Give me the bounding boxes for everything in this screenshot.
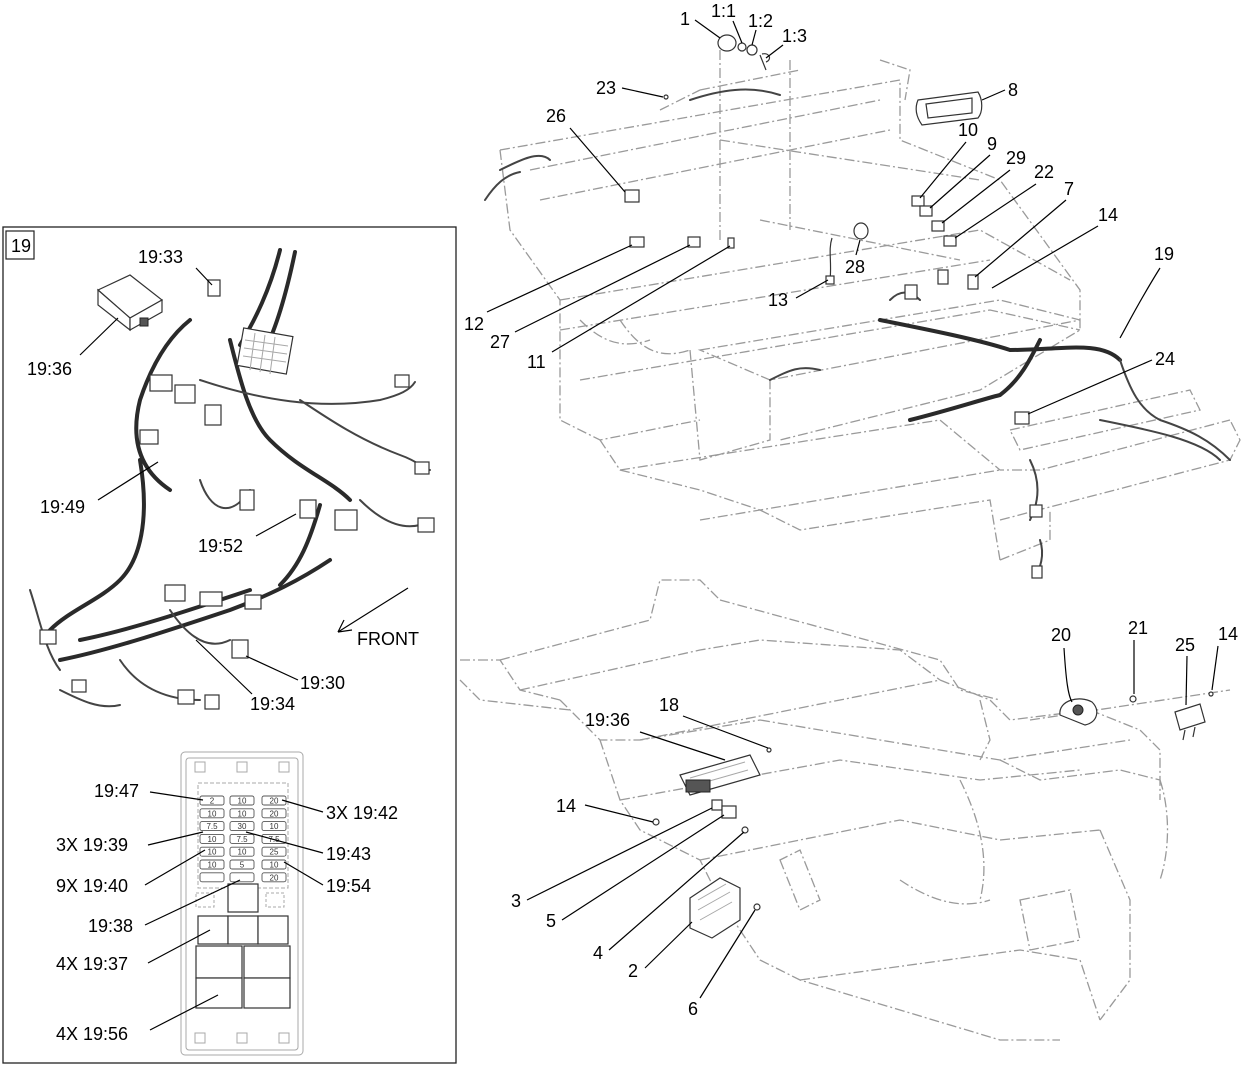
fuse-label-19-54: 19:54 [326, 876, 371, 896]
fuse-rating: 10 [270, 822, 279, 831]
inset-label-19-34: 19:34 [250, 694, 295, 714]
fuse-rating: 10 [238, 848, 247, 857]
fuse-rating: 30 [238, 822, 247, 831]
fuse-slot [261, 821, 287, 832]
fuse-rating: 20 [270, 873, 279, 882]
fuse-slot [261, 846, 287, 857]
callout-10: 10 [958, 120, 978, 140]
fuse-slot [199, 795, 225, 806]
fuse-slot [229, 808, 255, 819]
callout-3: 3 [511, 891, 521, 911]
callout-2: 2 [628, 961, 638, 981]
fuse-label-3x-19-42: 3X 19:42 [326, 803, 398, 823]
inset-panel: 19 [2, 226, 457, 1064]
fuse-slot [229, 859, 255, 870]
callout-22: 22 [1034, 162, 1054, 182]
callout-9: 9 [987, 134, 997, 154]
inset-label-19-52: 19:52 [198, 536, 243, 556]
fuse-slot [229, 872, 255, 883]
inset-label-19-36: 19:36 [27, 359, 72, 379]
fuse-rating: 10 [208, 809, 217, 818]
callout-24: 24 [1155, 349, 1175, 369]
fuse-rating: 10 [208, 835, 217, 844]
fuse-rating: 20 [270, 809, 279, 818]
fuse-slot [199, 833, 225, 844]
callout-19-upper: 19 [1154, 244, 1174, 264]
callout-14-lower-left: 14 [556, 796, 576, 816]
front-arrow-icon [337, 587, 409, 633]
fuse-slot [229, 833, 255, 844]
fuse-slot [261, 795, 287, 806]
callout-18: 18 [659, 695, 679, 715]
inset-label-19-30: 19:30 [300, 673, 345, 693]
callout-27: 27 [490, 332, 510, 352]
fuse-label-9x-19-40: 9X 19:40 [56, 876, 128, 896]
wire-harness-drawing [29, 248, 435, 710]
fuse-label-3x-19-39: 3X 19:39 [56, 835, 128, 855]
callout-12: 12 [464, 314, 484, 334]
fuse-slot [229, 821, 255, 832]
callout-26: 26 [546, 106, 566, 126]
fuse-rating: 10 [208, 848, 217, 857]
fuse-rating: 10 [238, 797, 247, 806]
fuse-rating: 10 [208, 861, 217, 870]
fuse-slot [199, 859, 225, 870]
callout-28: 28 [845, 257, 865, 277]
fuse-slot [199, 808, 225, 819]
fuse-slot [229, 795, 255, 806]
fuse-rating: 20 [270, 797, 279, 806]
fuse-rating: 2 [210, 797, 215, 806]
callout-1: 1 [680, 9, 690, 29]
inset-label-19-49: 19:49 [40, 497, 85, 517]
callout-20: 20 [1051, 625, 1071, 645]
callout-7: 7 [1064, 179, 1074, 199]
fuse-slot [199, 846, 225, 857]
fuse-label-4x-19-56: 4X 19:56 [56, 1024, 128, 1044]
front-label: FRONT [357, 629, 419, 649]
fuse-rating: 7.5 [236, 835, 248, 844]
callout-1-2: 1:2 [748, 11, 773, 31]
fuse-rating: 25 [270, 848, 279, 857]
callout-29: 29 [1006, 148, 1026, 168]
callout-4: 4 [593, 943, 603, 963]
inset-label-19-33: 19:33 [138, 247, 183, 267]
fuse-slot [199, 872, 225, 883]
callout-25: 25 [1175, 635, 1195, 655]
fuse-label-19-47: 19:47 [94, 781, 139, 801]
callout-21: 21 [1128, 618, 1148, 638]
callout-23: 23 [596, 78, 616, 98]
inset-index: 19 [11, 236, 31, 256]
fuse-label-4x-19-37: 4X 19:37 [56, 954, 128, 974]
callout-8: 8 [1008, 80, 1018, 100]
callout-5: 5 [546, 911, 556, 931]
lower-frame-assembly [459, 579, 1231, 1041]
callout-19-36-lower: 19:36 [585, 710, 630, 730]
upper-frame-assembly [484, 34, 1241, 579]
fuse-slot [261, 808, 287, 819]
callout-13: 13 [768, 290, 788, 310]
fuse-rating: 10 [270, 861, 279, 870]
fuse-label-19-43: 19:43 [326, 844, 371, 864]
inset-index-box [5, 230, 35, 260]
fuse-slot [199, 821, 225, 832]
callout-1-1: 1:1 [711, 1, 736, 21]
fuse-slot [261, 872, 287, 883]
fuse-rating: 7.5 [206, 822, 218, 831]
fuse-slot [229, 846, 255, 857]
callout-14-lower-right: 14 [1218, 624, 1238, 644]
fuse-slot [261, 859, 287, 870]
fuse-label-19-38: 19:38 [88, 916, 133, 936]
fuse-rating: 5 [240, 861, 245, 870]
callout-14-upper: 14 [1098, 205, 1118, 225]
callout-6: 6 [688, 999, 698, 1019]
callout-11: 11 [527, 352, 546, 372]
fuse-rating: 10 [238, 809, 247, 818]
callout-1-3: 1:3 [782, 26, 807, 46]
